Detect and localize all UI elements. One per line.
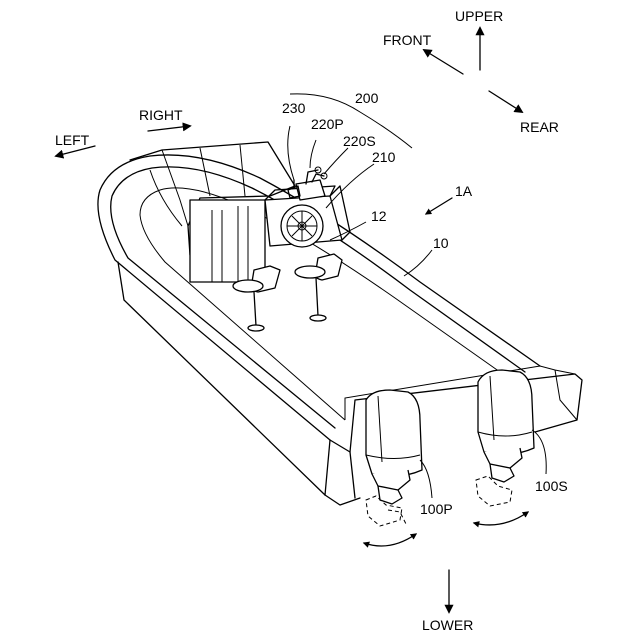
ref-100p: 100P [420,501,453,517]
leader-220s [324,148,348,174]
outboard-motor-starboard [474,370,534,525]
label-upper: UPPER [455,8,503,24]
windshield-curve [150,170,182,226]
rear-arrow [489,91,522,112]
label-left: LEFT [55,132,90,148]
transom-corner [325,440,330,495]
label-right: RIGHT [139,107,183,123]
throttle-base [296,180,325,200]
label-rear: REAR [520,119,559,135]
seat-left-post [254,292,256,326]
ref-1a: 1A [455,183,473,199]
starboard-motor-cowl [478,370,534,454]
ref-100s: 100S [535,478,568,494]
seat-right-base [310,315,326,321]
ref-220p: 220P [311,116,344,132]
leader-220p [310,140,316,168]
steering-wheel [281,205,323,247]
label-front: FRONT [383,32,432,48]
leader-10 [404,250,432,276]
ref-12: 12 [371,208,387,224]
outboard-motor-port [364,390,422,546]
port-motor-skeg-ghost [388,510,406,524]
right-arrow [148,126,190,131]
ref-210: 210 [372,149,396,165]
transom-side [555,370,577,420]
seat-right-post [316,278,318,316]
seat-right-cushion [295,266,325,278]
port-steering-arrow [364,534,416,546]
leader-230 [288,126,294,180]
starboard-steering-arrow [474,512,528,525]
hull-side [118,262,325,495]
ref-220s: 220S [343,133,376,149]
leader-1a [426,198,452,214]
front-arrow [424,50,463,74]
ref-10: 10 [433,235,449,251]
transom-corner-inner [350,452,355,498]
label-lower: LOWER [422,617,473,633]
ref-200: 200 [355,90,379,106]
ref-230: 230 [282,100,306,116]
throttle-assembly [288,167,327,200]
port-motor-cowl [366,390,422,476]
seat-left-cushion [233,280,263,292]
seat-left-base [248,325,264,331]
